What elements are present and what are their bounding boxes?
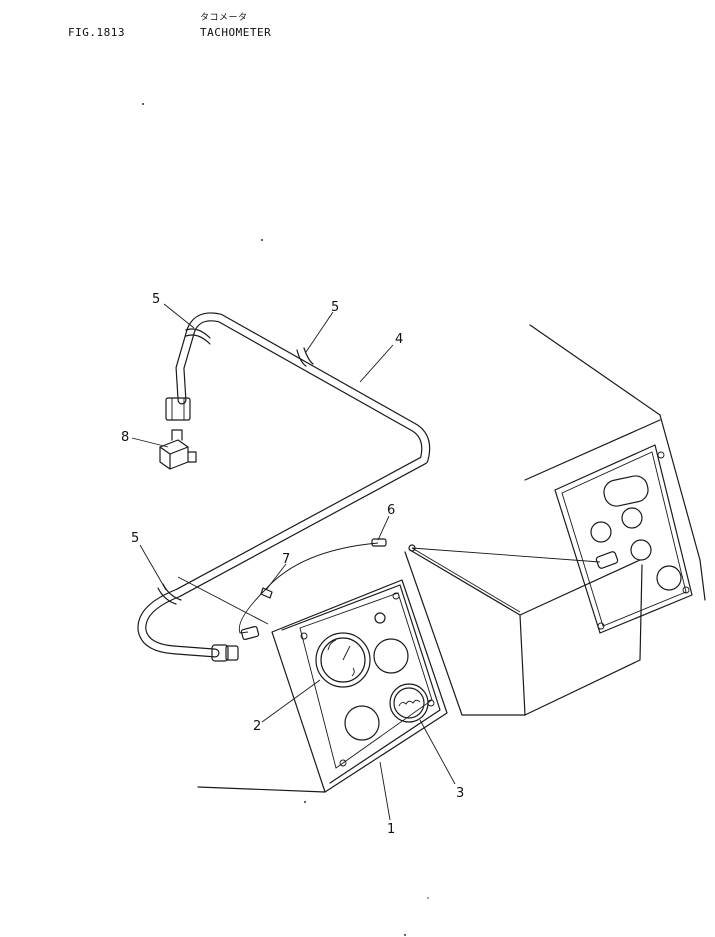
title-english: TACHOMETER bbox=[200, 26, 272, 39]
scan-specks bbox=[142, 103, 429, 936]
leader-lines bbox=[131, 303, 456, 821]
figure-number: FIG.1813 bbox=[68, 26, 125, 39]
callout-2: 2 bbox=[253, 719, 261, 734]
hour-meter bbox=[389, 683, 429, 723]
callout-5-top-right: 5 bbox=[331, 300, 339, 315]
clamp-top-right bbox=[296, 347, 314, 367]
callout-5-bottom: 5 bbox=[131, 531, 139, 546]
callout-1: 1 bbox=[387, 822, 395, 837]
tube-nut-bottom bbox=[211, 644, 239, 662]
callout-4: 4 bbox=[395, 332, 403, 347]
callout-8: 8 bbox=[121, 430, 129, 445]
rear-panel bbox=[554, 444, 693, 634]
callout-5-top-left: 5 bbox=[152, 292, 160, 307]
elbow-adapter bbox=[159, 429, 197, 470]
instrument-panel bbox=[271, 579, 448, 793]
clamp-top-left bbox=[185, 328, 211, 345]
title-japanese: タコメータ bbox=[200, 13, 248, 23]
callout-7: 7 bbox=[282, 552, 290, 567]
drive-tube bbox=[137, 312, 431, 658]
tachometer-gauge bbox=[315, 632, 371, 688]
console-housing bbox=[197, 324, 706, 793]
callout-6: 6 bbox=[387, 503, 395, 518]
tube-nut-top bbox=[165, 397, 191, 421]
callout-3: 3 bbox=[456, 786, 464, 801]
